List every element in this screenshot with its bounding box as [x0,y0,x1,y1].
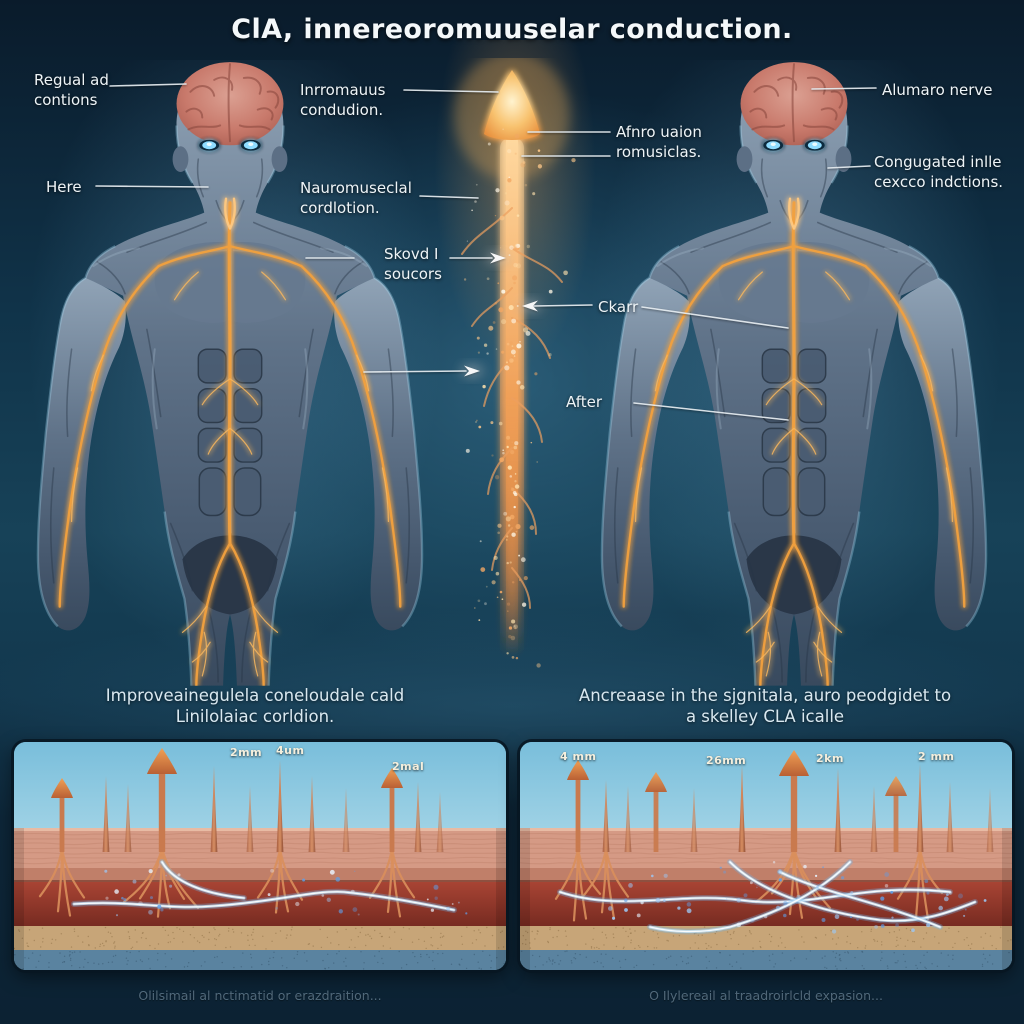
left-anatomy-figure [32,52,428,686]
caption-left: Improveainegulela coneloudale cald Linil… [105,686,405,726]
label-inrro: Inrromauus condudion. [300,81,386,120]
caption-right: Ancreaase in the sjgnitala, auro peodgid… [578,686,952,726]
nerve-fibers [71,859,457,913]
tick-label: 2mm [230,746,263,759]
page-title: ClA, innereoromuuselar conduction. [231,14,793,45]
footer-caption-right: O Ilylereail al traadroirlcld expasion..… [649,988,883,1003]
footer-caption-left: Olilsimail al nctimatid or erazdraition.… [138,988,382,1003]
label-after: After [566,393,603,411]
tick-label: 2mal [392,760,425,773]
tick-label: 2km [816,752,844,765]
label-regual: Regual ad contions [34,71,109,110]
bolt-particles [463,128,576,668]
spikes [51,748,444,852]
label-afnro: Afnro uaion romusiclas. [616,123,702,162]
cross-section-panel-left: 2mm 4um 2mal [14,742,506,970]
tick-label: 2 mm [918,750,955,763]
sparkles [104,868,468,917]
sparkles [607,860,987,934]
tick-label: 26mm [706,754,747,767]
label-here: Here [46,178,82,196]
label-alumaro: Alumaro nerve [882,81,993,99]
label-congugated: Congugated inlle cexcco indctions. [874,153,1004,192]
cross-section-panel-right: 4 mm 26mm 2km 2 mm [520,742,1012,970]
bolt-root-branches [461,207,563,609]
tick-label: 4um [276,744,305,757]
label-skovd: Skovd I soucors [384,245,442,284]
cross-section-left-art [14,742,506,970]
tick-label: 4 mm [560,750,597,763]
spikes [567,750,994,852]
cross-section-right-art [520,742,1012,970]
nerve-bolt-illustration [454,58,576,668]
label-ckarr: Ckarr [598,298,639,316]
label-neuro: Nauromuseclal cordlotion. [300,179,412,218]
bolt-arrowhead [484,70,540,140]
